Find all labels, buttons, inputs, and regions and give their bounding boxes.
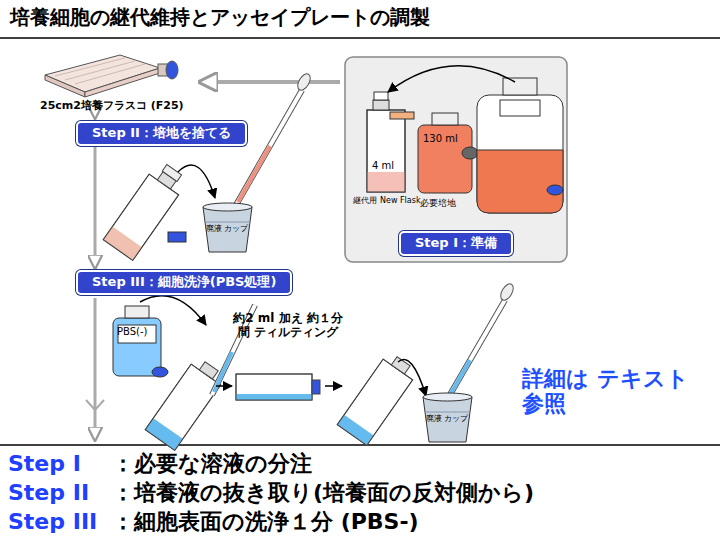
step-title: Step III：細胞洗浄(PBS処理) <box>92 274 276 289</box>
step-title: Step II：培地を捨てる <box>92 125 231 140</box>
step-arrow <box>216 385 232 387</box>
cup-label: 廃液 カップ <box>425 414 469 423</box>
add-arrow <box>140 296 206 325</box>
step-box: Step I：準備 <box>399 231 513 256</box>
bottle-label: 必要培地 <box>420 198 456 208</box>
volume-label: 130 ml <box>423 133 458 145</box>
cup-label: 廃液 カップ <box>205 224 249 233</box>
new-flask <box>367 92 414 192</box>
pipette <box>448 282 516 398</box>
step-name: Step I <box>8 451 81 477</box>
stock-bottle <box>477 78 563 213</box>
step-summary: ：細胞表面の洗浄１分 (PBS-) <box>112 509 419 535</box>
flow-arrow <box>94 147 97 268</box>
culture-flask <box>45 55 178 97</box>
flat-flask <box>236 374 320 400</box>
step-title: Step I：準備 <box>415 235 497 250</box>
step-name: Step II <box>8 480 89 506</box>
tilted-flask <box>337 351 418 445</box>
step-name: Step III <box>8 509 97 535</box>
step-box: Step II：培地を捨てる <box>76 121 247 146</box>
pipette <box>236 72 313 205</box>
waste-cup <box>423 393 472 442</box>
pour-arrow <box>388 66 515 92</box>
reference-note: 詳細は テキスト参照 <box>522 366 692 417</box>
flask-label: 継代用 New Flask <box>352 196 422 205</box>
step-summary: ：必要な溶液の分注 <box>112 451 312 477</box>
instruction-note: 約2 ml 加え 約１分間 ティルティング <box>228 312 348 340</box>
title: 培養細胞の継代維持とアッセイプレートの調製 <box>10 6 430 29</box>
waste-cup <box>203 203 252 252</box>
step-arrow <box>325 385 342 387</box>
divider <box>0 444 720 446</box>
return-arrow <box>200 80 340 84</box>
bottle-label: PBS(-) <box>117 326 147 338</box>
flask-label: 25cm2培養フラスコ (F25) <box>40 100 184 113</box>
volume-label: 4 ml <box>372 160 394 172</box>
discard-arrow <box>178 165 215 198</box>
tilted-flask <box>145 356 226 450</box>
step-summary: ：培養液の抜き取り(培養面の反対側から) <box>112 480 534 506</box>
flask-cap <box>168 232 186 242</box>
step-box: Step III：細胞洗浄(PBS処理) <box>76 270 292 295</box>
tilted-flask <box>103 159 189 260</box>
discard-arrow <box>398 360 426 396</box>
title-rule <box>0 37 720 39</box>
pbs-bottle <box>113 306 168 377</box>
prep-panel <box>345 57 567 262</box>
medium-bottle <box>418 113 478 193</box>
